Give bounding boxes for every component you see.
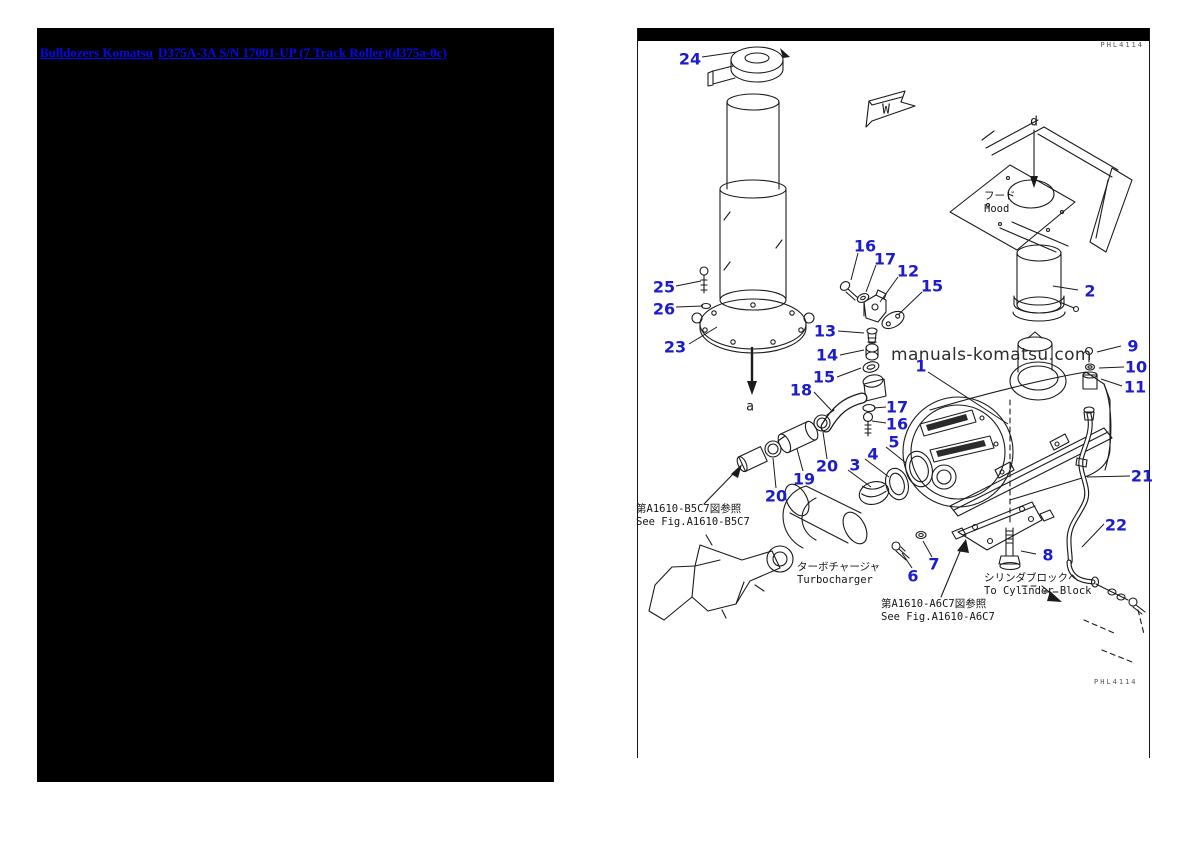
breadcrumb-link-model-family[interactable]: Bulldozers Komatsu xyxy=(40,45,154,60)
breadcrumb-link-parts-page[interactable]: D375A-3A S/N 17001-UP (7 Track Roller)(d… xyxy=(158,45,447,60)
callout-21: 21 xyxy=(1130,466,1154,486)
ref-letter-W: W xyxy=(882,102,890,118)
callout-1: 1 xyxy=(915,356,927,376)
callout-4: 4 xyxy=(867,444,879,464)
callout-23: 23 xyxy=(663,337,687,357)
callout-24: 24 xyxy=(678,49,702,69)
callout-25: 25 xyxy=(652,277,676,297)
ref-letter-a: a xyxy=(746,399,754,415)
callout-6: 6 xyxy=(907,566,919,586)
callout-12: 12 xyxy=(896,261,920,281)
ref-letter-d: d xyxy=(1030,114,1038,130)
left-black-panel xyxy=(37,28,554,782)
callout-13: 13 xyxy=(813,321,837,341)
callout-22: 22 xyxy=(1104,515,1128,535)
callout-15: 15 xyxy=(920,276,944,296)
breadcrumb: Bulldozers Komatsu D375A-3A S/N 17001-UP … xyxy=(40,45,452,61)
callout-14: 14 xyxy=(815,345,839,365)
plate-code-bottom: PHL4114 xyxy=(1094,678,1138,686)
callout-16: 16 xyxy=(853,236,877,256)
callout-3: 3 xyxy=(849,455,861,475)
callout-16: 16 xyxy=(885,414,909,434)
callout-11: 11 xyxy=(1123,377,1147,397)
callout-19: 19 xyxy=(792,469,816,489)
callout-7: 7 xyxy=(928,554,940,574)
callout-18: 18 xyxy=(789,380,813,400)
callout-8: 8 xyxy=(1042,545,1054,565)
callout-26: 26 xyxy=(652,299,676,319)
callout-9: 9 xyxy=(1127,336,1139,356)
diagram-panel: PHL4114 xyxy=(637,28,1150,758)
callout-15: 15 xyxy=(812,367,836,387)
callout-17: 17 xyxy=(873,249,897,269)
callout-2: 2 xyxy=(1084,281,1096,301)
callout-20: 20 xyxy=(764,486,788,506)
callout-10: 10 xyxy=(1124,357,1148,377)
panel-top-bar xyxy=(638,28,1149,41)
plate-code-top: PHL4114 xyxy=(1100,41,1144,49)
callout-5: 5 xyxy=(888,432,900,452)
callout-20: 20 xyxy=(815,456,839,476)
